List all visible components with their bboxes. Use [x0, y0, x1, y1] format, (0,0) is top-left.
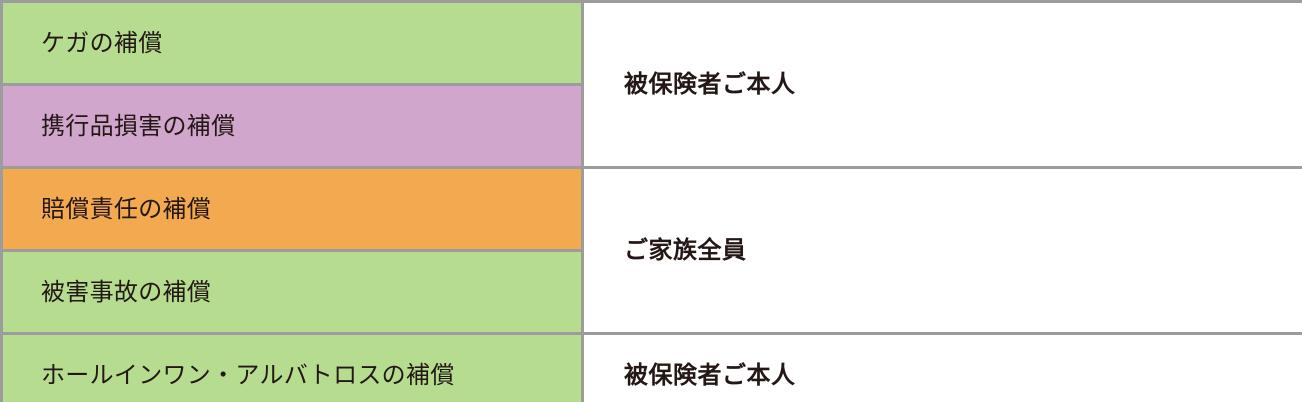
table-row: ケガの補償 被保険者ご本人 — [0, 0, 1302, 169]
table-row: 携行品損害の補償 — [0, 83, 1302, 169]
covered-person-cell-1: 被保険者ご本人 — [581, 0, 1302, 169]
coverage-category-cell-1: ケガの補償 — [0, 0, 584, 86]
coverage-category-cell-5: ホールインワン・アルバトロスの補償 — [0, 332, 584, 402]
covered-person-cell-3: 被保険者ご本人 — [581, 332, 1302, 402]
table-row: 賠償責任の補償 ご家族全員 — [0, 166, 1302, 335]
coverage-category-cell-3: 賠償責任の補償 — [0, 166, 584, 252]
table-row: 被害事故の補償 — [0, 249, 1302, 335]
coverage-category-cell-2: 携行品損害の補償 — [0, 83, 584, 169]
table-row: ホールインワン・アルバトロスの補償 被保険者ご本人 — [0, 332, 1302, 402]
coverage-category-cell-4: 被害事故の補償 — [0, 249, 584, 335]
covered-person-cell-2: ご家族全員 — [581, 166, 1302, 335]
